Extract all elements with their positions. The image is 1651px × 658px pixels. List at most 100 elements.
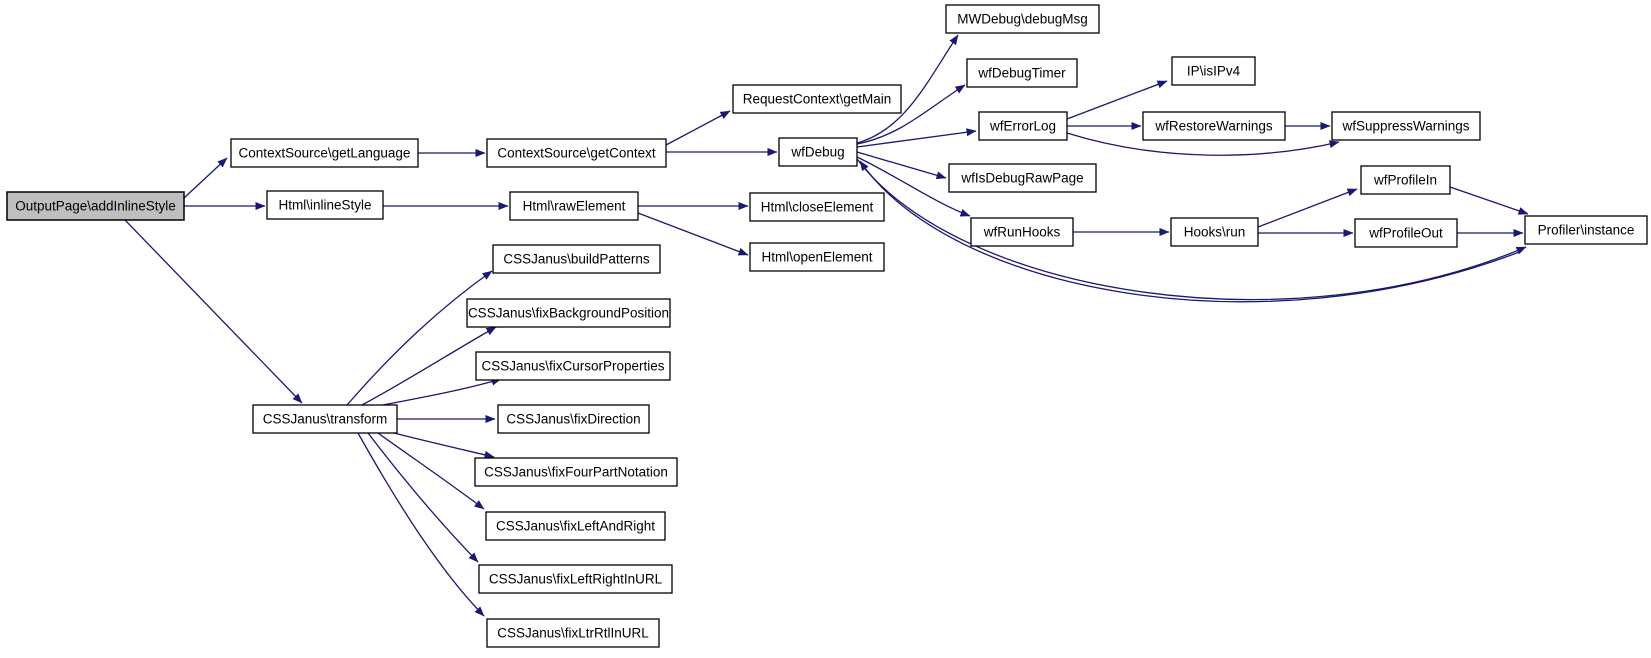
node-box-fixFourPartNotation[interactable] — [474, 457, 678, 487]
node-box-wfRestoreWarnings[interactable] — [1142, 111, 1286, 141]
edge-transform-to-fixFourPartNotation — [389, 431, 495, 459]
node-box-hooksRun[interactable] — [1170, 217, 1259, 247]
node-box-getContext[interactable] — [486, 138, 667, 168]
node-box-wfProfileOut[interactable] — [1354, 218, 1458, 248]
node-label-wfRunHooks: wfRunHooks — [983, 225, 1061, 240]
node-label-fixCursorProperties: CSSJanus\fixCursorProperties — [481, 359, 664, 374]
node-addInlineStyle[interactable]: OutputPage\addInlineStyle — [6, 191, 185, 221]
node-label-wfIsDebugRawPage: wfIsDebugRawPage — [960, 171, 1083, 186]
node-box-transform[interactable] — [252, 404, 398, 434]
node-box-getLanguage[interactable] — [230, 138, 419, 168]
node-label-getContext: ContextSource\getContext — [497, 146, 656, 161]
node-box-closeElement[interactable] — [749, 192, 885, 222]
node-wfIsDebugRawPage[interactable]: wfIsDebugRawPage — [948, 163, 1097, 193]
node-box-rawElement[interactable] — [509, 191, 639, 221]
node-fixLeftAndRight[interactable]: CSSJanus\fixLeftAndRight — [485, 511, 666, 541]
node-getMain[interactable]: RequestContext\getMain — [732, 84, 902, 114]
node-box-fixLeftAndRight[interactable] — [485, 511, 666, 541]
node-fixLeftRightInURL[interactable]: CSSJanus\fixLeftRightInURL — [478, 564, 673, 594]
node-debugMsg[interactable]: MWDebug\debugMsg — [945, 4, 1100, 34]
node-getContext[interactable]: ContextSource\getContext — [486, 138, 667, 168]
node-wfDebugTimer[interactable]: wfDebugTimer — [966, 58, 1078, 88]
edge-wfDebug-to-wfErrorLog — [856, 128, 977, 148]
edge-wfDebug-to-wfIsDebugRawPage — [856, 151, 947, 180]
edge-transform-to-fixLeftRightInURL — [367, 432, 479, 563]
node-label-wfRestoreWarnings: wfRestoreWarnings — [1154, 119, 1273, 134]
node-label-addInlineStyle: OutputPage\addInlineStyle — [15, 199, 176, 214]
edge-wfDebug-to-wfDebugTimer — [856, 84, 966, 145]
node-label-fixLeftAndRight: CSSJanus\fixLeftAndRight — [496, 519, 655, 534]
edge-addInlineStyle-to-transform — [124, 219, 303, 404]
node-rawElement[interactable]: Html\rawElement — [509, 191, 639, 221]
node-box-buildPatterns[interactable] — [492, 244, 661, 274]
edge-transform-to-fixCursorProperties — [382, 377, 502, 406]
node-wfRunHooks[interactable]: wfRunHooks — [970, 217, 1074, 247]
node-label-debugMsg: MWDebug\debugMsg — [957, 12, 1088, 27]
node-inlineStyle[interactable]: Html\inlineStyle — [266, 190, 384, 220]
node-label-openElement: Html\openElement — [761, 250, 872, 265]
node-wfDebug[interactable]: wfDebug — [778, 137, 858, 167]
node-box-wfSuppressWarnings[interactable] — [1331, 111, 1481, 141]
edge-addInlineStyle-to-getLanguage — [183, 157, 228, 199]
node-label-wfErrorLog: wfErrorLog — [989, 119, 1056, 134]
node-box-wfDebugTimer[interactable] — [966, 58, 1078, 88]
edge-wfErrorLog-to-isIPv4 — [1066, 80, 1168, 120]
node-label-inlineStyle: Html\inlineStyle — [278, 198, 371, 213]
node-wfProfileOut[interactable]: wfProfileOut — [1354, 218, 1458, 248]
node-label-fixDirection: CSSJanus\fixDirection — [506, 412, 640, 427]
node-box-fixCursorProperties[interactable] — [475, 351, 671, 381]
node-box-profilerInstance[interactable] — [1524, 215, 1648, 245]
node-label-isIPv4: IP\isIPv4 — [1187, 64, 1241, 79]
node-label-profilerInstance: Profiler\instance — [1538, 223, 1635, 238]
node-buildPatterns[interactable]: CSSJanus\buildPatterns — [492, 244, 661, 274]
edge-wfDebug-to-debugMsg — [856, 34, 959, 144]
node-box-getMain[interactable] — [732, 84, 902, 114]
node-box-fixLeftRightInURL[interactable] — [478, 564, 673, 594]
node-label-fixFourPartNotation: CSSJanus\fixFourPartNotation — [484, 465, 668, 480]
node-getLanguage[interactable]: ContextSource\getLanguage — [230, 138, 419, 168]
node-wfProfileIn[interactable]: wfProfileIn — [1360, 165, 1451, 195]
node-box-wfProfileIn[interactable] — [1360, 165, 1451, 195]
node-box-openElement[interactable] — [749, 242, 885, 272]
node-openElement[interactable]: Html\openElement — [749, 242, 885, 272]
edge-wfDebug-to-wfRunHooks — [856, 156, 971, 217]
node-box-wfDebug[interactable] — [778, 137, 858, 167]
node-hooksRun[interactable]: Hooks\run — [1170, 217, 1259, 247]
node-fixCursorProperties[interactable]: CSSJanus\fixCursorProperties — [475, 351, 671, 381]
node-label-wfProfileOut: wfProfileOut — [1368, 226, 1443, 241]
node-label-wfProfileIn: wfProfileIn — [1373, 173, 1437, 188]
node-box-addInlineStyle[interactable] — [6, 191, 185, 221]
node-label-fixLeftRightInURL: CSSJanus\fixLeftRightInURL — [489, 572, 663, 587]
node-fixFourPartNotation[interactable]: CSSJanus\fixFourPartNotation — [474, 457, 678, 487]
node-box-fixDirection[interactable] — [497, 404, 650, 434]
node-box-inlineStyle[interactable] — [266, 190, 384, 220]
node-box-wfIsDebugRawPage[interactable] — [948, 163, 1097, 193]
node-fixLtrRtlInURL[interactable]: CSSJanus\fixLtrRtlInURL — [486, 618, 660, 648]
node-wfSuppressWarnings[interactable]: wfSuppressWarnings — [1331, 111, 1481, 141]
node-label-buildPatterns: CSSJanus\buildPatterns — [503, 252, 650, 267]
node-isIPv4[interactable]: IP\isIPv4 — [1171, 56, 1256, 86]
node-label-wfSuppressWarnings: wfSuppressWarnings — [1341, 119, 1469, 134]
node-label-wfDebugTimer: wfDebugTimer — [977, 66, 1066, 81]
edge-getContext-to-getMain — [665, 110, 731, 146]
node-transform[interactable]: CSSJanus\transform — [252, 404, 398, 434]
node-label-fixLtrRtlInURL: CSSJanus\fixLtrRtlInURL — [497, 626, 649, 641]
node-box-wfRunHooks[interactable] — [970, 217, 1074, 247]
node-wfErrorLog[interactable]: wfErrorLog — [978, 111, 1068, 141]
node-box-debugMsg[interactable] — [945, 4, 1100, 34]
node-box-fixBackgroundPosition[interactable] — [466, 298, 671, 328]
node-wfRestoreWarnings[interactable]: wfRestoreWarnings — [1142, 111, 1286, 141]
edge-wfProfileIn-to-profilerInstance — [1449, 186, 1529, 215]
node-closeElement[interactable]: Html\closeElement — [749, 192, 885, 222]
node-box-isIPv4[interactable] — [1171, 56, 1256, 86]
node-profilerInstance[interactable]: Profiler\instance — [1524, 215, 1648, 245]
edge-transform-to-buildPatterns — [346, 270, 493, 406]
node-label-fixBackgroundPosition: CSSJanus\fixBackgroundPosition — [468, 306, 669, 321]
node-box-fixLtrRtlInURL[interactable] — [486, 618, 660, 648]
edge-profilerInstance-to-wfDebug — [859, 160, 1523, 303]
node-fixDirection[interactable]: CSSJanus\fixDirection — [497, 404, 650, 434]
edge-wfDebug-to-profilerInstance — [856, 158, 1527, 301]
node-box-wfErrorLog[interactable] — [978, 111, 1068, 141]
node-fixBackgroundPosition[interactable]: CSSJanus\fixBackgroundPosition — [466, 298, 671, 328]
